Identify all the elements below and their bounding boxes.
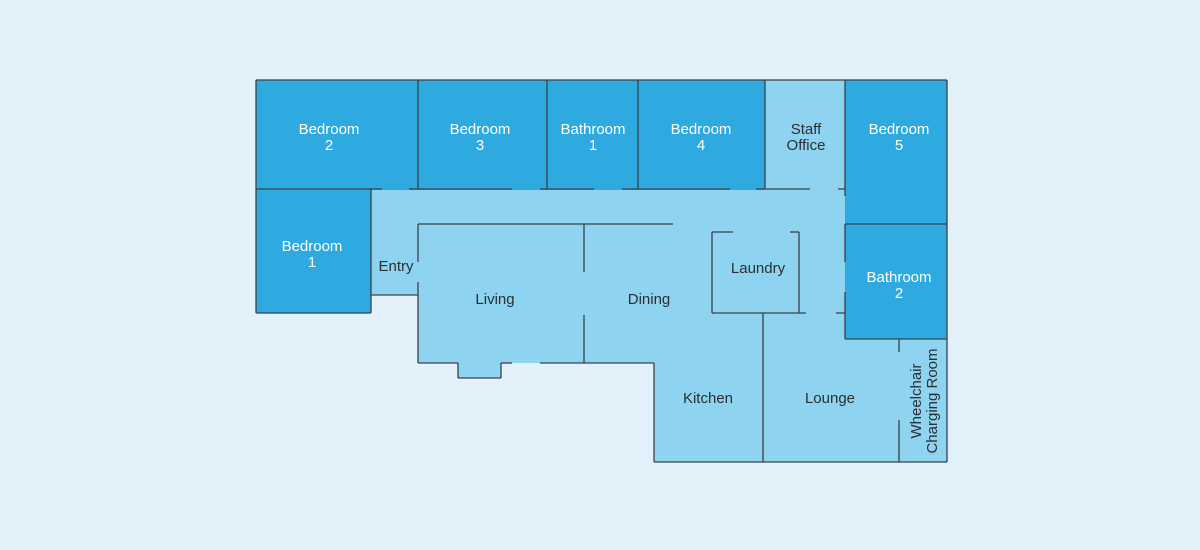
staff-office-fill bbox=[765, 80, 845, 190]
label-laundry: Laundry bbox=[731, 260, 786, 277]
common-area bbox=[371, 189, 899, 462]
room-bedroom-3[interactable] bbox=[418, 80, 547, 190]
room-bathroom-1[interactable] bbox=[547, 80, 638, 190]
label-lounge: Lounge bbox=[805, 390, 855, 407]
label-living: Living bbox=[475, 291, 514, 308]
room-bedroom-4[interactable] bbox=[638, 80, 765, 190]
room-bedroom-1[interactable] bbox=[256, 190, 371, 313]
label-dining: Dining bbox=[628, 291, 671, 308]
room-bedroom-2[interactable] bbox=[256, 80, 418, 190]
wheelchair-room-fill bbox=[899, 339, 947, 462]
walls bbox=[255, 79, 948, 463]
room-bedroom-5[interactable] bbox=[845, 80, 947, 224]
room-bathroom-2[interactable] bbox=[845, 224, 947, 339]
label-entry: Entry bbox=[378, 258, 414, 275]
label-kitchen: Kitchen bbox=[683, 390, 733, 407]
label-wheelchair-charging-room: WheelchairCharging Room bbox=[908, 348, 941, 453]
